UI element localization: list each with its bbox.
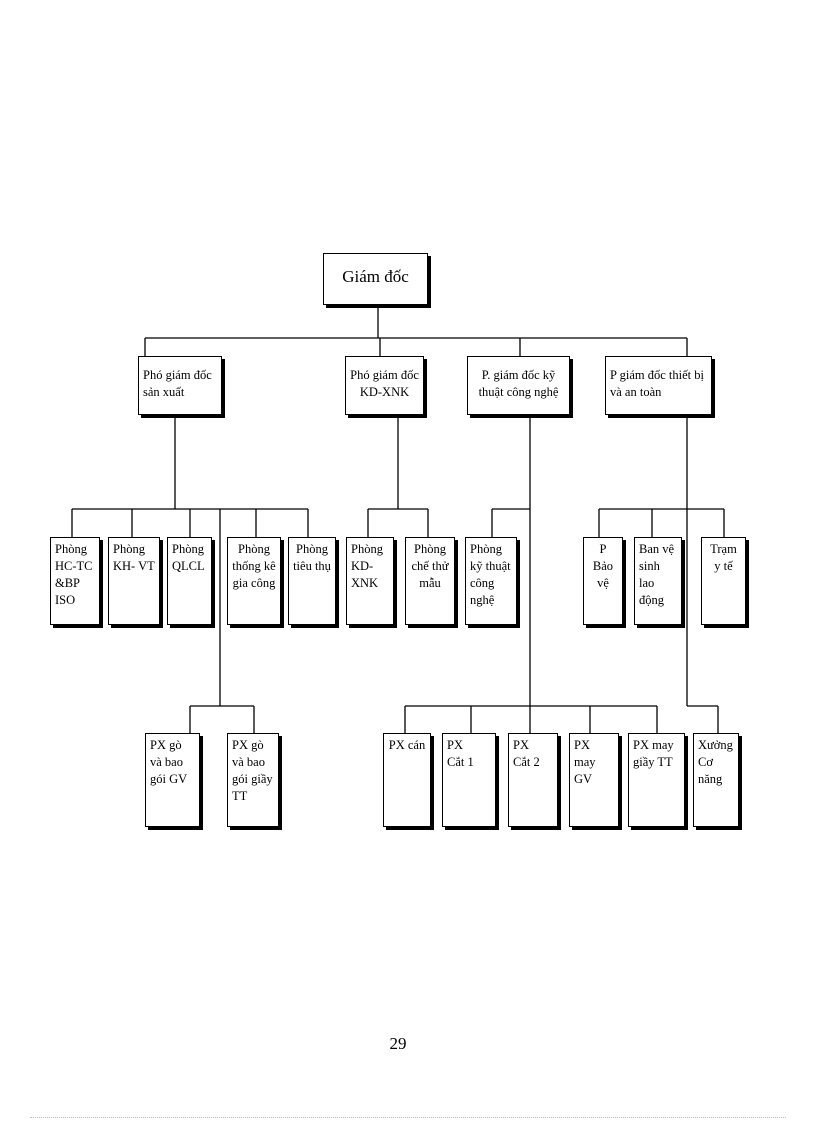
workshop-px-can-label: PX cán [388, 738, 426, 752]
department-ky-thuat-label: Phòng kỹ thuật công nghệ [470, 542, 511, 607]
department-bao-ve-label: P Bảo vệ [592, 542, 614, 590]
workshop-xuong-co-nang-label: Xưởng Cơ năng [698, 738, 733, 786]
department-thong-ke-label: Phòng thống kê gia công [232, 542, 276, 590]
workshop-px-go-tt-box: PX gò và bao gói giầy TT [227, 733, 279, 827]
department-qlcl-label: Phòng QLCL [172, 542, 205, 573]
department-tieu-thu-box: Phòng tiêu thụ [288, 537, 336, 625]
deputy-equipment-label: P giám đốc thiết bị và an toàn [610, 368, 704, 399]
department-che-thu-label: Phòng chế thử mẫu [411, 542, 449, 590]
bottom-divider [30, 1117, 786, 1118]
deputy-production-label: Phó giám đốc sản xuất [143, 368, 212, 399]
workshop-px-cat-1-label: PX Cắt 1 [447, 738, 474, 769]
department-kd-xnk-label: Phòng KD- XNK [351, 542, 383, 590]
department-thong-ke-box: Phòng thống kê gia công [227, 537, 281, 625]
department-tieu-thu-label: Phòng tiêu thụ [293, 542, 331, 573]
workshop-px-go-gv-box: PX gò và bao gói GV [145, 733, 200, 827]
workshop-px-go-gv-label: PX gò và bao gói GV [150, 738, 188, 786]
workshop-px-may-tt-box: PX may giầy TT [628, 733, 685, 827]
department-ky-thuat-box: Phòng kỹ thuật công nghệ [465, 537, 517, 625]
deputy-business-box: Phó giám đốc KD-XNK [345, 356, 424, 415]
workshop-px-may-tt-label: PX may giầy TT [633, 738, 674, 769]
director-label: Giám đốc [342, 267, 409, 286]
workshop-px-can-box: PX cán [383, 733, 431, 827]
department-kh-vt-label: Phòng KH- VT [113, 542, 155, 573]
deputy-technical-label: P. giám đốc kỹ thuật công nghệ [478, 368, 559, 399]
workshop-px-cat-1-box: PX Cắt 1 [442, 733, 496, 827]
department-tram-y-te-label: Trạm y tế [710, 542, 737, 573]
workshop-px-cat-2-label: PX Cắt 2 [513, 738, 540, 769]
deputy-equipment-box: P giám đốc thiết bị và an toàn [605, 356, 712, 415]
department-ve-sinh-box: Ban vệ sinh lao động [634, 537, 682, 625]
page-number: 29 [389, 1034, 407, 1053]
department-hc-tc-box: Phòng HC-TC &BP ISO [50, 537, 100, 625]
department-hc-tc-label: Phòng HC-TC &BP ISO [55, 542, 93, 607]
department-che-thu-box: Phòng chế thử mẫu [405, 537, 455, 625]
director-box: Giám đốc [323, 253, 428, 305]
department-qlcl-box: Phòng QLCL [167, 537, 212, 625]
deputy-technical-box: P. giám đốc kỹ thuật công nghệ [467, 356, 570, 415]
department-kd-xnk-box: Phòng KD- XNK [346, 537, 394, 625]
department-kh-vt-box: Phòng KH- VT [108, 537, 160, 625]
department-bao-ve-box: P Bảo vệ [583, 537, 623, 625]
workshop-px-go-tt-label: PX gò và bao gói giầy TT [232, 738, 273, 803]
deputy-production-box: Phó giám đốc sản xuất [138, 356, 222, 415]
department-ve-sinh-label: Ban vệ sinh lao động [639, 542, 675, 607]
department-tram-y-te-box: Trạm y tế [701, 537, 746, 625]
workshop-px-may-gv-box: PX may GV [569, 733, 619, 827]
workshop-xuong-co-nang-box: Xưởng Cơ năng [693, 733, 739, 827]
workshop-px-cat-2-box: PX Cắt 2 [508, 733, 558, 827]
workshop-px-may-gv-label: PX may GV [574, 738, 596, 786]
deputy-business-label: Phó giám đốc KD-XNK [350, 368, 419, 399]
